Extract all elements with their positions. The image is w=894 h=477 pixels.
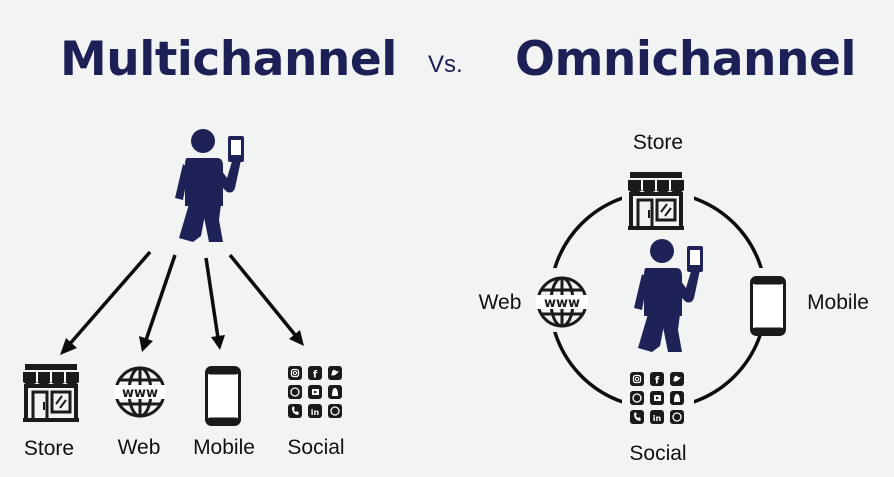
arrow-to-store — [66, 250, 152, 348]
arrow-to-social — [228, 253, 298, 338]
multichannel-mobile-icon — [205, 366, 241, 426]
multichannel-arrows — [60, 250, 304, 355]
omnichannel-label-store: Store — [632, 131, 684, 154]
arrow-to-mobile — [204, 257, 220, 339]
omnichannel-person-icon — [634, 239, 703, 352]
arrow-to-web — [144, 254, 177, 341]
omnichannel-title: Omnichannel — [515, 32, 856, 87]
multichannel-web-icon — [112, 366, 168, 418]
omnichannel-mobile-icon — [750, 276, 786, 336]
multichannel-store-icon — [21, 362, 81, 424]
multichannel-label-web: Web — [117, 436, 161, 459]
multichannel-label-store: Store — [23, 437, 75, 460]
arrow-to-mobile-head — [211, 335, 225, 350]
omnichannel-label-web: Web — [478, 291, 522, 314]
omnichannel-label-social: Social — [629, 442, 687, 465]
multichannel-title: Multichannel — [60, 32, 397, 87]
multichannel-label-social: Social — [287, 436, 345, 459]
multichannel-label-mobile: Mobile — [193, 436, 255, 459]
arrow-to-social-head — [289, 330, 304, 346]
vs-label: Vs. — [428, 51, 463, 78]
arrow-to-store-head — [60, 338, 77, 355]
arrow-to-web-head — [139, 336, 153, 352]
omnichannel-label-mobile: Mobile — [807, 291, 869, 314]
omnichannel-web-icon — [534, 276, 590, 328]
omnichannel-social-icon — [629, 371, 685, 425]
multichannel-social-icon — [287, 365, 343, 419]
multichannel-person-icon — [175, 129, 244, 242]
